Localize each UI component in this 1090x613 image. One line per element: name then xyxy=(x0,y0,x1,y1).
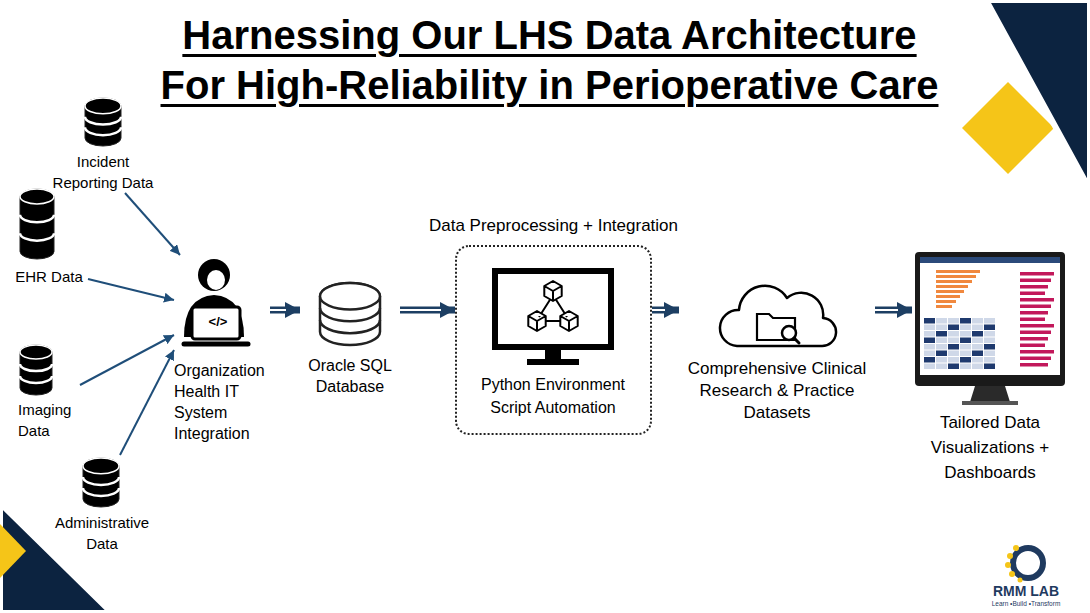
node-label: EHR Data xyxy=(10,266,88,287)
data-source-icon xyxy=(42,455,162,512)
node-label: Python Environment Script Automation xyxy=(473,373,633,419)
node-label: Organization Health IT System Integratio… xyxy=(174,360,270,444)
integration-node: Organization Health IT System Integratio… xyxy=(174,255,270,444)
flow-arrow-body xyxy=(875,307,912,314)
logo-tagline: Learn •Build •Transform xyxy=(966,600,1086,608)
process-group: Data Preprocessing + IntegrationPython E… xyxy=(455,245,652,435)
flow-arrow xyxy=(120,350,174,455)
flow-arrow xyxy=(652,310,679,311)
data-source: EHR Data xyxy=(10,186,88,287)
flow-arrow-line xyxy=(125,193,180,255)
flow-arrow-body xyxy=(400,307,455,314)
dataset-node-icon xyxy=(679,270,875,358)
node-label: Comprehensive Clinical Research & Practi… xyxy=(679,358,875,424)
flow-arrow-line xyxy=(88,279,174,300)
flow-arrow xyxy=(88,279,174,300)
data-source-icon xyxy=(49,95,157,151)
dataset-node: Comprehensive Clinical Research & Practi… xyxy=(679,270,875,424)
integration-node-icon xyxy=(174,255,270,360)
flow-arrow xyxy=(875,310,912,311)
dashboard-node: Tailored Data Visualizations + Dashboard… xyxy=(912,250,1068,485)
code-symbol: </> xyxy=(196,314,240,330)
dashboard-node-icon xyxy=(912,250,1068,410)
data-source-icon xyxy=(18,343,80,399)
node-label: Incident Reporting Data xyxy=(49,151,157,193)
process-box: Python Environment Script Automation xyxy=(473,263,633,419)
flow-arrow-body xyxy=(652,307,679,314)
data-source: Imaging Data xyxy=(18,343,80,441)
flow-arrow xyxy=(270,310,300,311)
lab-logo xyxy=(1005,545,1043,583)
flow-arrow-core xyxy=(400,309,441,311)
node-label: Administrative Data xyxy=(42,512,162,554)
flow-arrow-body xyxy=(270,307,300,314)
data-source: Administrative Data xyxy=(42,455,162,554)
data-source: Incident Reporting Data xyxy=(49,95,157,193)
logo-name: RMM LAB xyxy=(982,583,1070,600)
database-node-icon xyxy=(300,280,400,355)
data-source-icon xyxy=(10,186,88,266)
flow-arrow-line xyxy=(120,350,174,455)
node-label: Imaging Data xyxy=(18,399,80,441)
database-node: Oracle SQL Database xyxy=(300,280,400,397)
node-label: Tailored Data Visualizations + Dashboard… xyxy=(912,410,1068,485)
corner-accent xyxy=(0,524,26,578)
corner-band xyxy=(986,0,1090,190)
flow-arrow xyxy=(125,193,180,255)
node-label: Oracle SQL Database xyxy=(300,355,400,397)
process-box-icon xyxy=(473,263,633,373)
diagram-title: Harnessing Our LHS Data Architecture For… xyxy=(152,10,947,110)
group-heading: Data Preprocessing + Integration xyxy=(429,215,678,237)
flow-arrow xyxy=(400,310,455,311)
flow-arrow-core xyxy=(652,309,665,311)
flow-arrow-core xyxy=(875,309,898,311)
flow-arrow-core xyxy=(270,309,286,311)
